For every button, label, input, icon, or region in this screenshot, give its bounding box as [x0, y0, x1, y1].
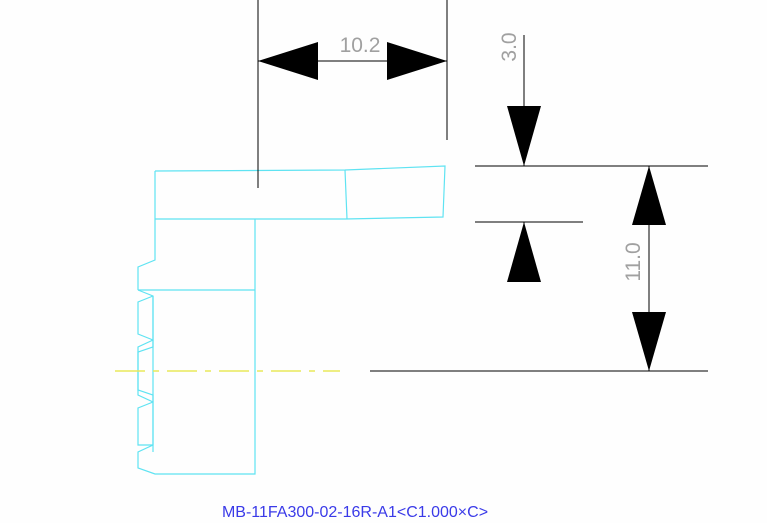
dimension-height-small: 3.0 — [475, 32, 708, 282]
arrow-up-small — [507, 222, 541, 282]
part-tooth-1 — [137, 295, 154, 341]
dimension-height-large: 11.0 — [370, 166, 708, 372]
part-number-caption: MB-11FA300-02-16R-A1<C1.000×C> — [222, 504, 488, 521]
dimension-width: 10.2 — [257, 0, 448, 188]
part-outline — [137, 165, 446, 475]
arrow-up-large — [632, 166, 666, 225]
arrow-down-small — [507, 106, 541, 166]
arrow-left — [258, 42, 318, 80]
part-tooth-3 — [137, 401, 154, 446]
part-body-left-top — [137, 219, 156, 290]
part-top-bar — [154, 165, 446, 220]
dimension-text-height-large: 11.0 — [622, 242, 645, 281]
part-top-bar-divider — [344, 169, 348, 220]
arrow-right — [387, 42, 447, 80]
dimension-text-width: 10.2 — [340, 34, 381, 57]
dimension-text-height-small: 3.0 — [498, 32, 521, 61]
arrow-down-large — [632, 312, 666, 371]
